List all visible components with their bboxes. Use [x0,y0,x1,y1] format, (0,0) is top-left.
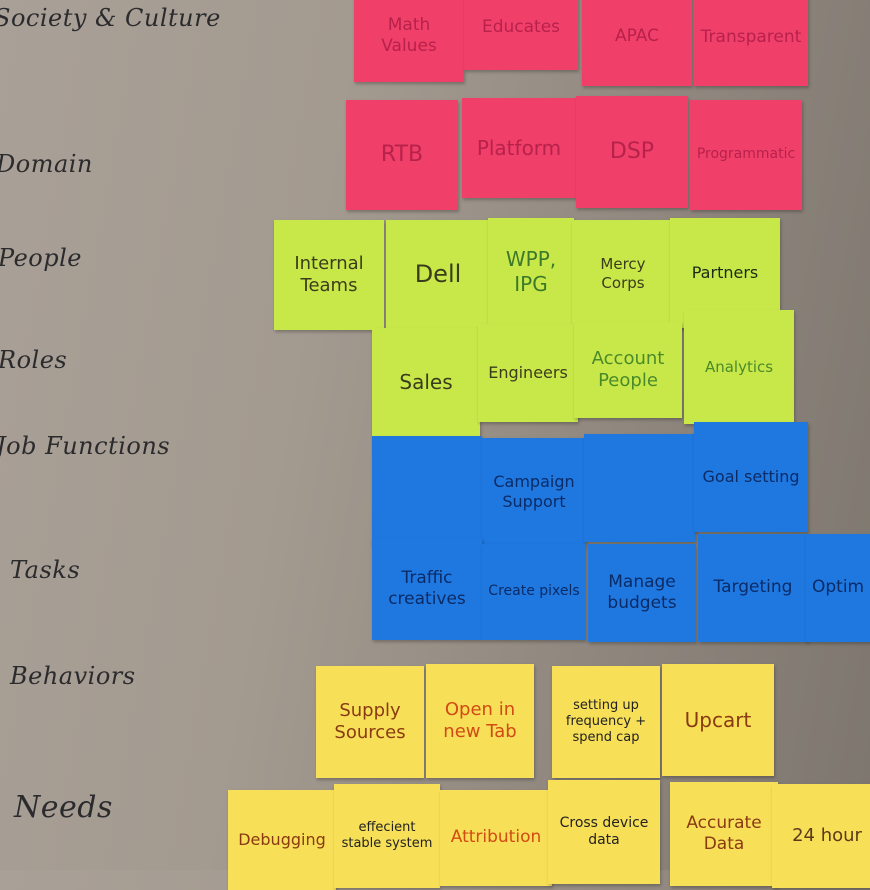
note-transparent: Transparent [694,0,808,86]
note-educates: Educates [464,0,578,70]
row-label-tasks: Tasks [10,556,81,584]
note-engineers: Engineers [478,324,578,422]
note-dell: Dell [386,220,490,328]
note-open-in-new-tab: Open in new Tab [426,664,534,778]
row-label-society: Society & Culture [0,4,221,32]
note-programmatic: Programmatic [690,100,802,210]
row-label-job-functions: Job Functions [0,432,171,460]
row-label-behaviors: Behaviors [10,662,136,690]
note-24-hour: 24 hour [772,784,870,888]
note-blank-job-1 [372,436,482,546]
note-campaign-support: Campaign Support [482,438,586,546]
note-analytics: Analytics [684,310,794,424]
note-create-pixels: Create pixels [482,544,586,640]
note-platform: Platform [462,98,576,198]
row-label-roles: Roles [0,346,68,374]
note-account-people: Account People [574,322,682,418]
note-cross-device-data: Cross device data [548,780,660,884]
note-stable-system: effecient stable system [334,784,440,888]
note-rtb: RTB [346,100,458,210]
note-blank-job-2 [584,434,696,542]
row-label-people: People [0,244,82,272]
note-wpp-ipg: WPP, IPG [488,218,574,326]
note-accurate-data: Accurate Data [670,782,778,886]
note-goal-setting: Goal setting [694,422,808,532]
note-frequency-spend-cap: setting up frequency + spend cap [552,666,660,778]
note-optim: Optim [806,534,870,642]
note-upcart: Upcart [662,664,774,776]
note-attribution: Attribution [440,790,552,886]
note-math-values: Math Values [354,0,464,82]
note-apac: APAC [582,0,692,86]
note-supply-sources: Supply Sources [316,666,424,778]
note-manage-budgets: Manage budgets [588,544,696,642]
note-internal-teams: Internal Teams [274,220,384,330]
note-debugging: Debugging [228,790,336,890]
note-sales: Sales [372,328,480,436]
note-dsp: DSP [576,96,688,208]
row-label-needs: Needs [14,790,113,825]
note-traffic-creatives: Traffic creatives [372,538,482,640]
note-targeting: Targeting [698,534,808,642]
note-partners: Partners [670,218,780,328]
row-label-domain: Domain [0,150,93,178]
note-mercy-corps: Mercy Corps [572,220,674,328]
